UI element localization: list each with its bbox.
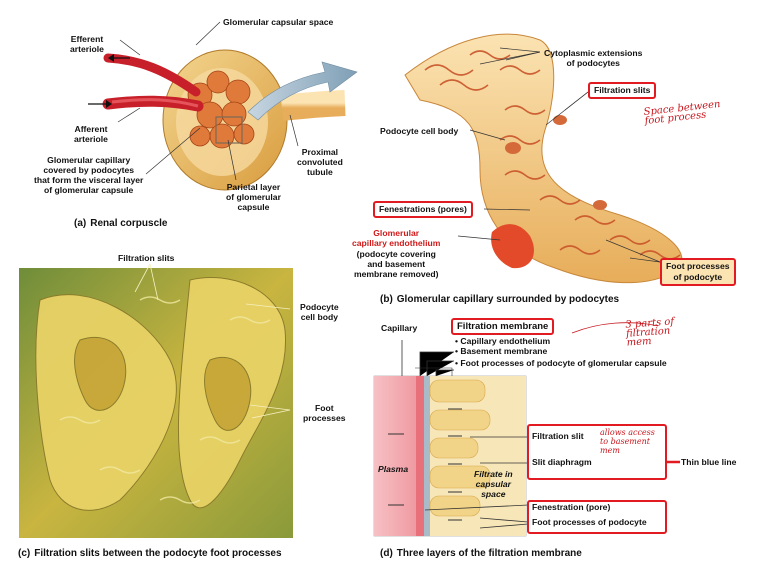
label-proximal-convoluted-tubule: Proximal convoluted tubule xyxy=(297,147,343,177)
fenestration-labels-box xyxy=(527,500,667,534)
caption-c-tag: (c) xyxy=(18,548,31,559)
caption-a: (a)Renal corpuscle xyxy=(74,218,168,229)
label-filtration-slits-c: Filtration slits xyxy=(118,253,175,263)
label-foot-processes-c: Foot processes xyxy=(303,403,346,423)
caption-d: (d)Three layers of the filtration membra… xyxy=(380,548,582,559)
caption-c: (c)Filtration slits between the podocyte… xyxy=(18,548,282,559)
label-filtration-membrane-box: Filtration membrane xyxy=(451,318,555,335)
label-glomerular-capsular-space: Glomerular capsular space xyxy=(223,17,334,27)
filtration-membrane-illustration xyxy=(373,322,680,537)
label-podocyte-cell-body-b: Podocyte cell body xyxy=(380,126,459,136)
label-cytoplasmic-extensions: Cytoplasmic extensions of podocytes xyxy=(544,48,643,68)
caption-a-tag: (a) xyxy=(74,218,87,229)
label-afferent-arteriole: Afferent arteriole xyxy=(74,124,108,144)
annotation-allows-access: allows access to basement mem xyxy=(600,428,655,455)
panel-c-leaders xyxy=(134,263,291,419)
label-glomerular-capillary: Glomerular capillary covered by podocyte… xyxy=(34,155,144,195)
caption-d-text: Three layers of the filtration membrane xyxy=(396,548,582,559)
label-fenestration-pore: Fenestration (pore) xyxy=(532,502,611,512)
label-filtrate: Filtrate in capsular space xyxy=(474,469,513,499)
label-filtration-slits-box: Filtration slits xyxy=(588,82,657,99)
renal-corpuscle-illustration xyxy=(88,49,358,191)
label-slit-diaphragm: Slit diaphragm xyxy=(532,457,592,467)
label-layer-basement: • Basement membrane xyxy=(455,346,548,356)
caption-b-text: Glomerular capillary surrounded by podoc… xyxy=(396,294,620,305)
label-layer-endothelium: • Capillary endothelium xyxy=(455,336,551,346)
label-foot-processes-d: Foot processes of podocyte xyxy=(532,517,647,527)
caption-c-text: Filtration slits between the podocyte fo… xyxy=(34,548,282,559)
label-parietal-layer: Parietal layer of glomerular capsule xyxy=(226,182,281,212)
caption-b: (b)Glomerular capillary surrounded by po… xyxy=(380,294,619,305)
label-capillary: Capillary xyxy=(381,323,418,333)
podocyte-capillary-illustration xyxy=(404,33,683,284)
label-capillary-endothelium: Glomerular capillary endothelium xyxy=(352,228,441,248)
label-efferent-arteriole: Efferent arteriole xyxy=(70,34,104,54)
caption-d-tag: (d) xyxy=(380,548,393,559)
caption-b-tag: (b) xyxy=(380,294,393,305)
label-thin-blue-line: Thin blue line xyxy=(681,457,737,467)
label-fenestrations-box: Fenestrations (pores) xyxy=(373,201,473,218)
sem-micrograph xyxy=(19,268,293,538)
annotation-three-parts: 3 parts of filtration mem xyxy=(625,316,675,349)
label-filtration-slit-d: Filtration slit xyxy=(532,431,584,441)
label-layer-foot-processes: • Foot processes of podocyte of glomerul… xyxy=(455,358,667,368)
label-endothelium-note: (podocyte covering and basement membrane… xyxy=(354,249,439,279)
caption-a-text: Renal corpuscle xyxy=(90,218,168,229)
label-foot-processes-box: Foot processes of podocyte xyxy=(660,258,736,286)
label-podocyte-cell-body-c: Podocyte cell body xyxy=(300,302,339,322)
panel-b-leaders xyxy=(457,47,661,263)
label-plasma: Plasma xyxy=(378,464,409,474)
panel-a-leaders xyxy=(117,21,299,181)
slit-labels-box xyxy=(527,424,667,480)
